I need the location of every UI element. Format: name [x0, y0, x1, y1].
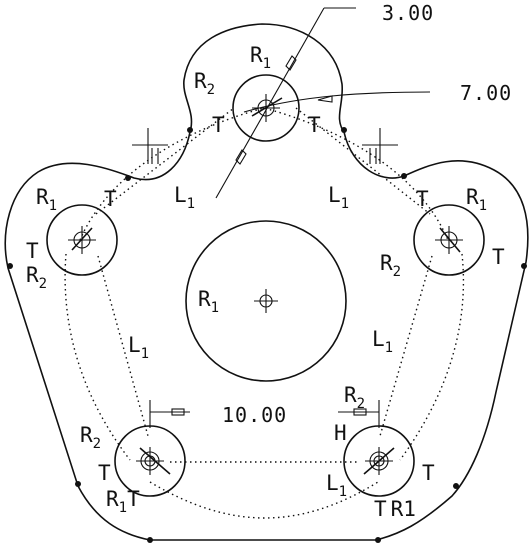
- construction-line: [95, 107, 235, 215]
- center-marks: [68, 94, 463, 475]
- vertex-dot: [147, 537, 153, 543]
- center-circle: [185, 220, 347, 382]
- label-l1-top-left: L1: [174, 183, 195, 212]
- construction-line: [295, 107, 431, 215]
- label-t-bottom-right-side: T: [422, 461, 435, 485]
- label-r2-left: R2: [26, 263, 47, 292]
- dimension-leaders: [149, 7, 431, 428]
- construction-arc: [79, 107, 449, 241]
- label-r1-left: R1: [36, 185, 57, 214]
- outer-boundary: [4, 23, 529, 541]
- vertex-dot: [187, 127, 193, 133]
- constraint-labels: R1 R2 T T L1 L1 R1 T T R2 T R1 R2 T R1 L…: [26, 43, 505, 521]
- dimension-value-top: 3.00: [382, 1, 434, 25]
- dimension-values: 3.00 7.00 10.00: [222, 1, 512, 427]
- construction-geometry: [64, 107, 465, 519]
- label-h-bottom-right: H: [334, 421, 347, 445]
- center-mark: [254, 289, 278, 313]
- label-r1-center: R1: [198, 287, 219, 316]
- label-t-top-left: T: [212, 113, 225, 137]
- top-hole: [232, 74, 300, 142]
- dimension-value-right: 7.00: [460, 81, 512, 105]
- label-t-top-right: T: [308, 113, 321, 137]
- dimension-value-center: 10.00: [222, 403, 287, 427]
- equal-constraint-mark: [439, 227, 461, 253]
- circles: [46, 74, 485, 497]
- label-r1-right: R1: [466, 185, 487, 214]
- dimension-arrow: [285, 55, 297, 71]
- label-t-right-top: T: [416, 187, 429, 211]
- label-r2-bottom-left: R2: [80, 423, 101, 452]
- constraint-crosses: [132, 128, 398, 164]
- equal-constraint-mark: [251, 97, 283, 117]
- vertex-dot: [341, 127, 347, 133]
- vertex-dot: [7, 263, 13, 269]
- label-l1-left: L1: [128, 333, 149, 362]
- vertex-dot: [75, 481, 81, 487]
- label-t-bottom-left-side: T: [98, 461, 111, 485]
- dimension-arrow: [317, 95, 333, 103]
- center-mark: [136, 447, 164, 475]
- vertex-dot: [453, 483, 459, 489]
- outer-profile: [4, 23, 529, 541]
- vertex-dot: [401, 173, 407, 179]
- left-hole: [46, 204, 118, 276]
- dimension-arrow: [171, 408, 185, 416]
- construction-arc: [64, 253, 131, 461]
- vertex-dot: [125, 175, 131, 181]
- label-t-left-edge: T: [26, 239, 39, 263]
- label-r2-top: R2: [194, 69, 215, 98]
- label-l1-bottom: L1: [326, 471, 347, 500]
- label-r1-top: R1: [250, 43, 271, 72]
- equal-constraint-mark: [71, 227, 93, 251]
- construction-arc: [399, 253, 465, 461]
- equal-constraint-mark: [363, 447, 395, 475]
- equal-constraint-mark: [139, 447, 171, 475]
- right-hole: [413, 204, 485, 276]
- parallel-constraint-mark: [132, 128, 168, 164]
- dimension-leader-top: [215, 7, 325, 199]
- vertex-dot: [521, 263, 527, 269]
- construction-line: [379, 255, 433, 437]
- dimension-arrow: [235, 149, 247, 165]
- label-t-left-top: T: [104, 187, 117, 211]
- construction-line: [97, 255, 149, 437]
- label-r2-bottom-right: R2: [344, 383, 365, 412]
- parallel-constraint-mark: [362, 128, 398, 164]
- label-t-right-edge: T: [492, 245, 505, 269]
- vertex-dot: [375, 537, 381, 543]
- label-r2-right: R2: [380, 251, 401, 280]
- dimension-arrow: [353, 408, 367, 416]
- label-l1-right: L1: [372, 327, 393, 356]
- label-l1-top-right: L1: [328, 183, 349, 212]
- label-r1t-bottom-left: R1T: [106, 487, 140, 516]
- boundary-vertices: [7, 127, 527, 543]
